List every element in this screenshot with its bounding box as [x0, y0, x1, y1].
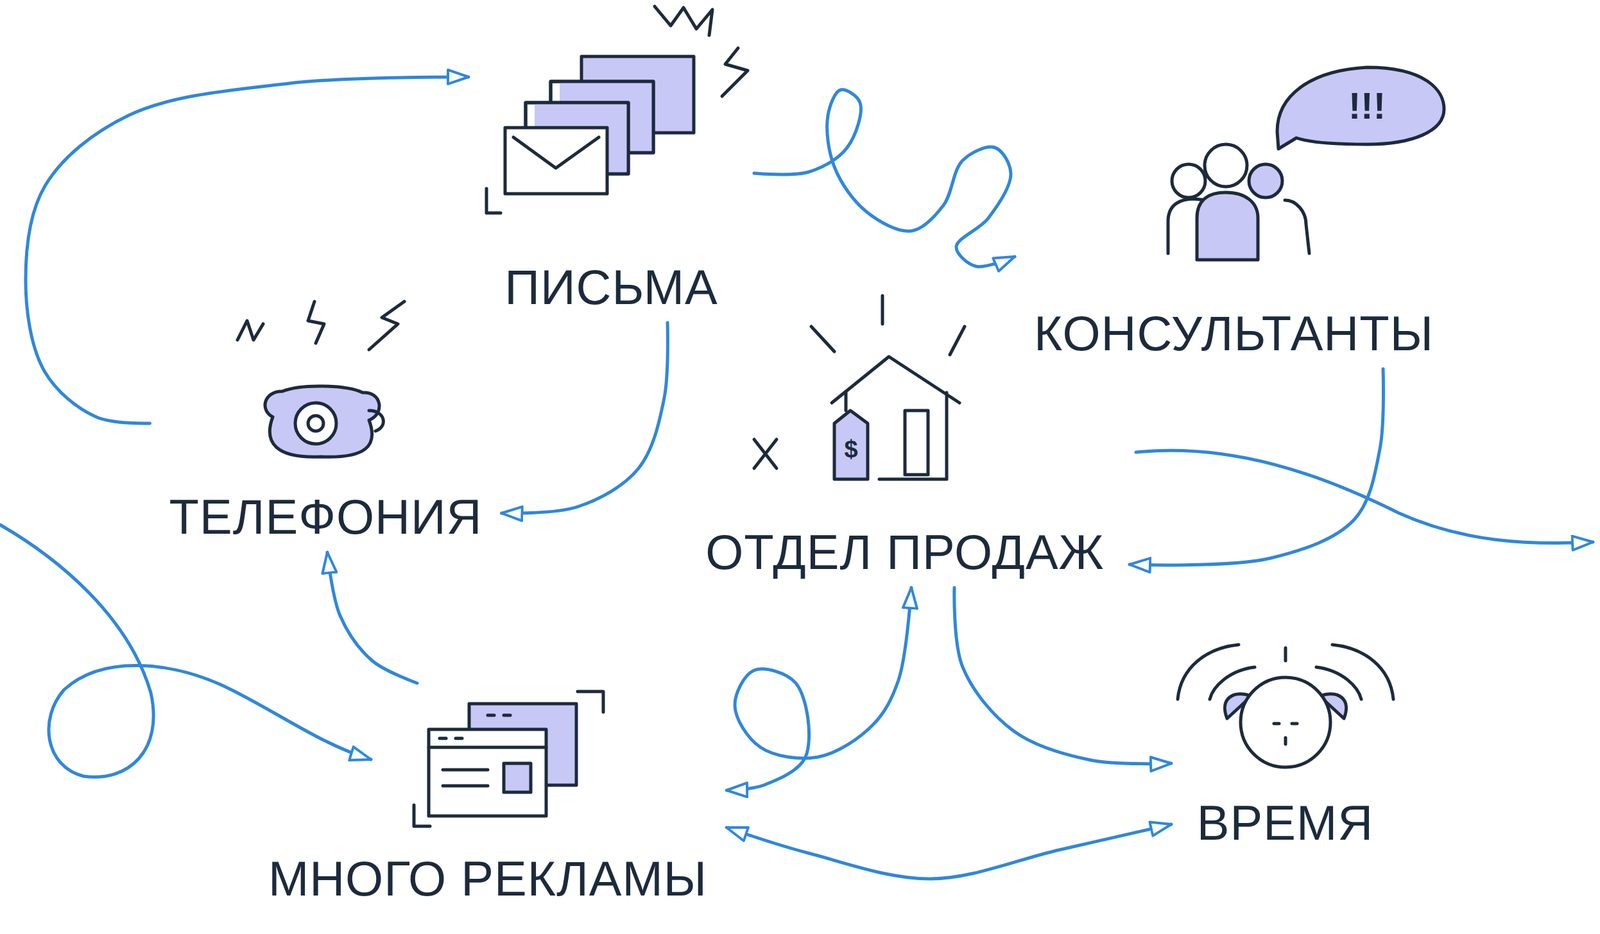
node-label: КОНСУЛЬТАНТЫ: [1033, 305, 1434, 362]
flow-arrow: [726, 587, 912, 791]
flow-arrow: [1129, 369, 1384, 566]
node-label: МНОГО РЕКЛАМЫ: [268, 851, 708, 907]
telephone-icon: [237, 301, 405, 457]
telephony-node: ТЕЛЕФОНИЯ: [150, 295, 502, 553]
flow-arrow: [726, 824, 1172, 880]
flow-arrow: [754, 89, 1015, 267]
node-label: ВРЕМЯ: [1196, 795, 1374, 852]
incoming-flow-line: [0, 524, 371, 778]
node-label: ПИСЬМА: [504, 259, 718, 316]
clock-icon: [1177, 645, 1394, 768]
flow-arrow: [954, 587, 1172, 765]
outgoing-flow-line: [1135, 450, 1593, 543]
time-node: ВРЕМЯ: [1171, 638, 1400, 859]
letters-node: ПИСЬМА: [468, 6, 755, 323]
node-label: ОТДЕЛ ПРОДАЖ: [705, 524, 1105, 581]
speech-bubble-text: !!!: [1348, 87, 1386, 125]
letters-icon: [486, 6, 748, 214]
sales-node: ОТДЕЛ ПРОДАЖ: [680, 292, 1130, 588]
flow-arrow: [327, 552, 418, 684]
ads-icon: [413, 691, 604, 827]
consultants-node: КОНСУЛЬТАНТЫ: [1014, 51, 1454, 370]
house-icon: [754, 295, 965, 480]
ads-node: МНОГО РЕКЛАМЫ: [249, 683, 727, 915]
flow-arrow: [25, 77, 469, 424]
flow-arrow: [501, 322, 668, 514]
node-label: ТЕЛЕФОНИЯ: [169, 489, 483, 545]
price-tag-symbol: $: [843, 437, 858, 462]
consultants-icon: [1168, 67, 1445, 260]
